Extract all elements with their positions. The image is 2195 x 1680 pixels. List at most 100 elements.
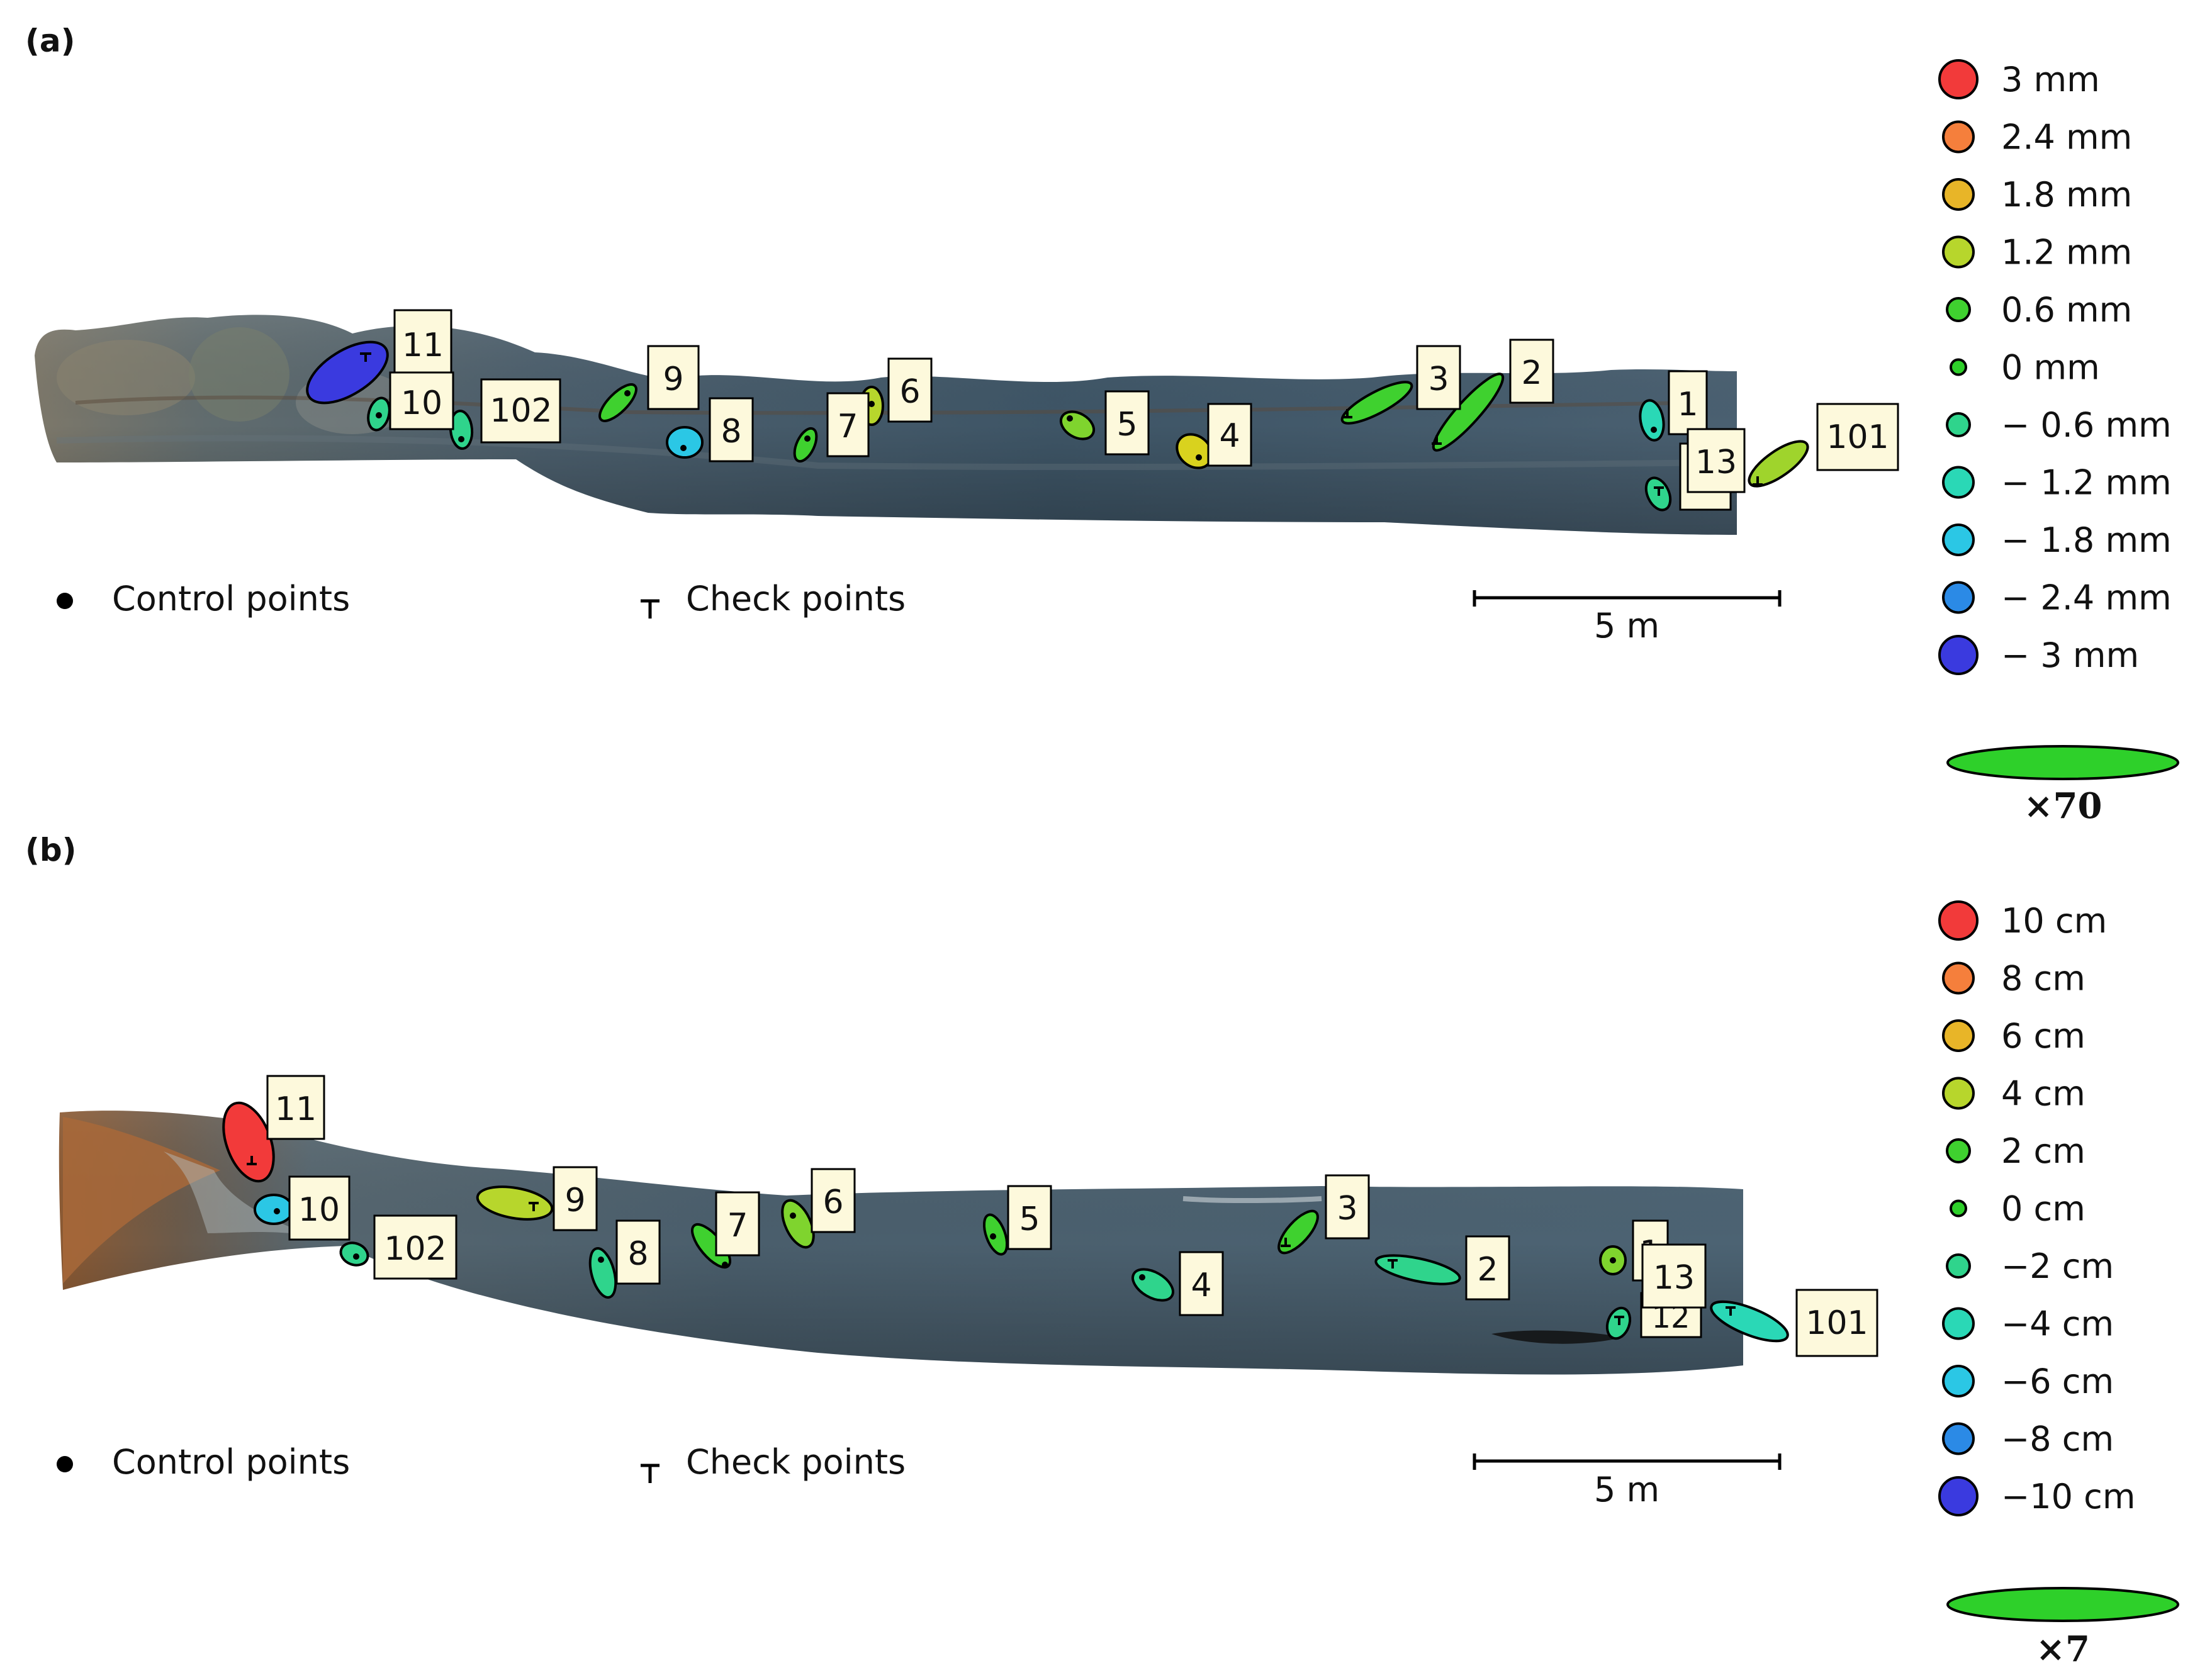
svg-text:11: 11	[402, 327, 444, 364]
point-4[interactable]	[1128, 1263, 1179, 1307]
legend-swatch	[1942, 524, 1975, 556]
svg-text:13: 13	[1653, 1259, 1695, 1297]
legend-swatch	[1942, 235, 1975, 269]
legend-label: 3 mm	[2001, 60, 2100, 99]
point-2[interactable]	[1374, 1250, 1462, 1289]
point-8[interactable]	[666, 426, 704, 459]
scalebar-a: 5 m	[1473, 590, 1782, 646]
label-8: 8	[615, 1219, 661, 1285]
check-point-marker	[1388, 1259, 1398, 1268]
control-point-marker	[458, 436, 464, 442]
point-101[interactable]	[1707, 1294, 1792, 1349]
control-point-marker	[274, 1208, 280, 1214]
control-point-marker	[990, 1233, 996, 1240]
panel-label-b: (b)	[25, 832, 77, 868]
panel-b: (b)	[25, 832, 2179, 1670]
point-3[interactable]	[1337, 375, 1416, 430]
check-point-legend-icon	[641, 1464, 660, 1483]
legend-label: − 0.6 mm	[2001, 405, 2172, 445]
control-point-marker	[1610, 1257, 1616, 1263]
label-7: 7	[715, 1191, 760, 1257]
svg-text:3: 3	[1337, 1190, 1357, 1228]
legend-label: 2 cm	[2001, 1131, 2086, 1171]
legend-label: − 1.8 mm	[2001, 520, 2172, 560]
svg-text:101: 101	[1805, 1304, 1868, 1342]
svg-text:5 m: 5 m	[1594, 1470, 1659, 1509]
point-9[interactable]	[475, 1182, 555, 1224]
legend-swatch	[1942, 961, 1975, 995]
point-11[interactable]	[297, 330, 397, 415]
point-5[interactable]	[1056, 406, 1098, 445]
point-1[interactable]	[1637, 398, 1667, 442]
legend-swatch	[1942, 1422, 1975, 1455]
svg-text:2: 2	[1521, 354, 1542, 392]
point-3[interactable]	[1272, 1205, 1323, 1258]
point-1[interactable]	[1599, 1245, 1627, 1275]
legend-swatch	[1946, 1138, 1971, 1163]
svg-text:2: 2	[1477, 1251, 1498, 1289]
label-13: 13	[1687, 428, 1746, 493]
legend-label: 1.2 mm	[2001, 233, 2132, 272]
legend-label: − 2.4 mm	[2001, 578, 2172, 618]
svg-text:Control points: Control points	[112, 1442, 350, 1482]
control-point-marker	[1139, 1274, 1145, 1280]
legend-swatch	[1938, 635, 1979, 675]
point-6[interactable]	[776, 1196, 820, 1252]
point-12[interactable]	[1641, 474, 1675, 513]
label-3: 3	[1416, 345, 1461, 410]
svg-text:7: 7	[837, 408, 858, 445]
legend-label: 0 cm	[2001, 1189, 2086, 1229]
legend-swatch	[1942, 1077, 1975, 1110]
control-point-marker	[376, 412, 382, 418]
legend-swatch	[1950, 358, 1967, 376]
svg-text:×70: ×70	[2024, 785, 2102, 827]
label-11: 11	[393, 309, 452, 374]
point-12[interactable]	[1603, 1305, 1634, 1342]
label-4: 4	[1207, 403, 1252, 467]
point-8[interactable]	[585, 1246, 620, 1301]
error-ellipses-a	[297, 330, 1814, 513]
legend-swatch	[1942, 1019, 1975, 1052]
point-102[interactable]	[449, 410, 474, 450]
svg-text:10: 10	[298, 1191, 340, 1229]
legend-label: −10 cm	[2001, 1477, 2135, 1516]
control-point-legend-icon	[57, 593, 73, 609]
legend-swatch	[1942, 178, 1975, 211]
legend-label: 6 cm	[2001, 1016, 2086, 1056]
legend-swatch	[1946, 412, 1971, 437]
label-102: 102	[480, 378, 561, 444]
label-11: 11	[266, 1075, 325, 1140]
svg-text:6: 6	[822, 1184, 843, 1221]
label-2: 2	[1465, 1235, 1510, 1301]
point-9[interactable]	[595, 379, 642, 427]
svg-text:Check points: Check points	[686, 579, 906, 619]
legend-label: 0 mm	[2001, 348, 2100, 388]
legend-label: 8 cm	[2001, 959, 2086, 999]
svg-text:5: 5	[1019, 1201, 1040, 1238]
point-11[interactable]	[214, 1096, 283, 1188]
point-101[interactable]	[1743, 434, 1814, 494]
panel-a: (a)	[25, 23, 2179, 827]
label-7: 7	[826, 392, 870, 457]
legend-label: −8 cm	[2001, 1420, 2114, 1459]
legend-label: 4 cm	[2001, 1074, 2086, 1114]
legend-swatch	[1942, 120, 1975, 154]
point-10[interactable]	[365, 396, 393, 433]
svg-text:5: 5	[1116, 406, 1137, 444]
cave-model-b	[59, 1111, 1744, 1375]
scale-ellipse-a: ×70	[1946, 745, 2179, 827]
legend-swatch	[1938, 900, 1979, 941]
point-7[interactable]	[790, 425, 821, 465]
cave-model-a	[35, 315, 1737, 535]
point-5[interactable]	[980, 1212, 1012, 1257]
svg-text:×7: ×7	[2036, 1628, 2090, 1670]
legend-swatch	[1946, 297, 1971, 322]
control-point-marker	[804, 435, 811, 442]
label-1: 1	[1668, 370, 1708, 435]
control-point-marker	[790, 1212, 796, 1219]
point-10[interactable]	[254, 1194, 294, 1225]
svg-text:13: 13	[1695, 444, 1737, 481]
legend-swatch	[1942, 1307, 1975, 1340]
point-102[interactable]	[338, 1240, 371, 1269]
